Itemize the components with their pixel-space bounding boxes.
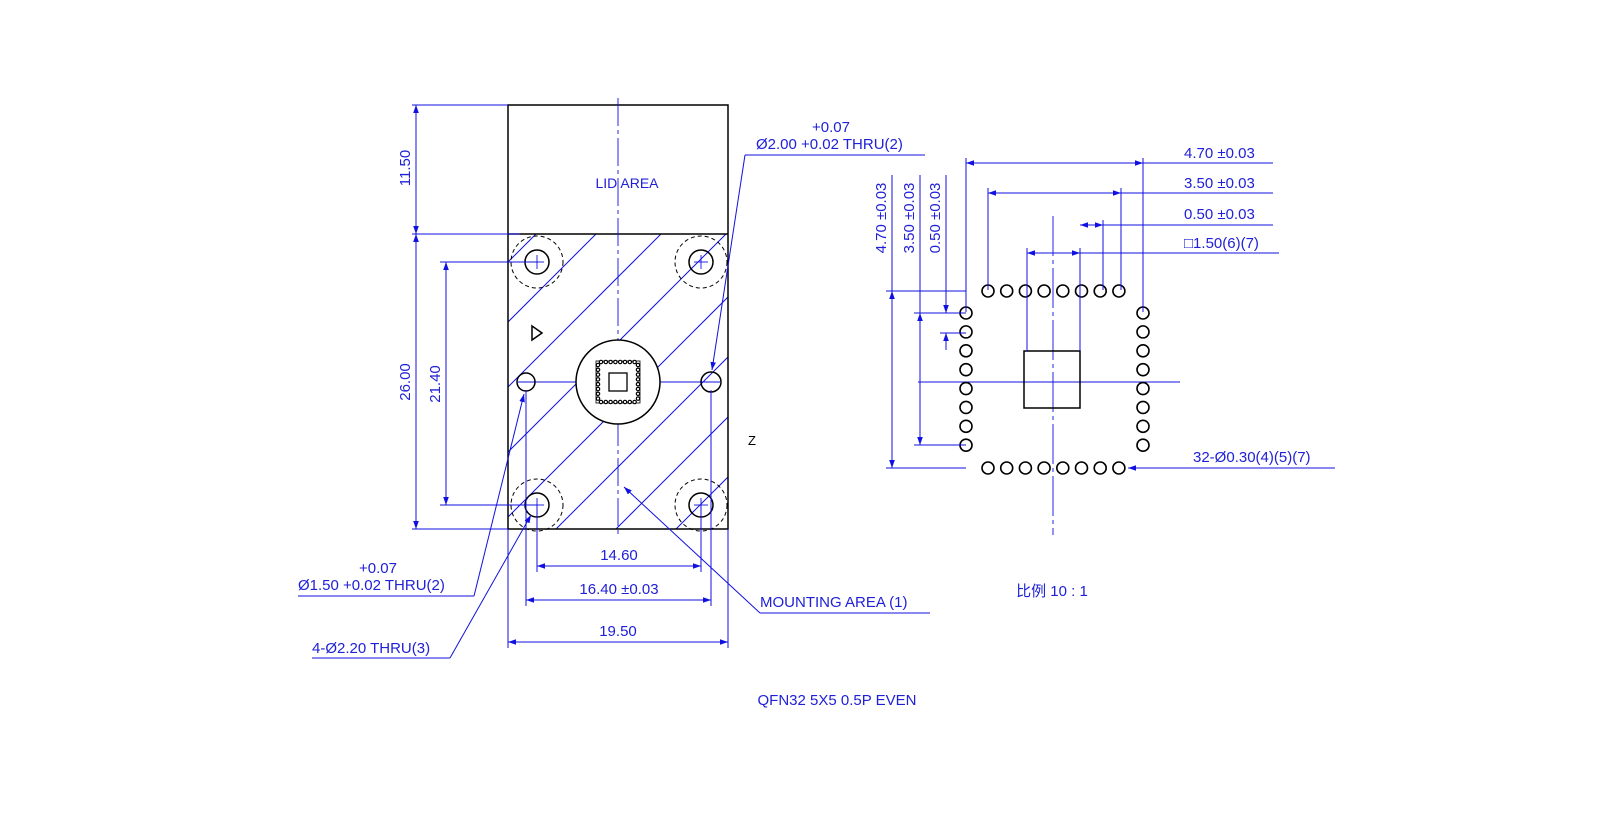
- mini-pin-top: [627, 359, 633, 365]
- top-dowel-callout-text: Ø2.00 +0.02 THRU(2): [756, 136, 903, 153]
- mini-pin-right: [635, 391, 641, 397]
- dim-lid-height: 11.50: [397, 150, 414, 186]
- scale-label: 比例 10 : 1: [1016, 583, 1088, 600]
- mini-pin-bottom: [617, 399, 623, 405]
- dim-hole-horizontal-span: 14.60: [600, 547, 638, 564]
- qfn-pin-right: [1136, 438, 1150, 453]
- dim-v-outer: 4.70 ±0.03: [873, 183, 890, 254]
- qfn-pin-right: [1136, 419, 1150, 434]
- mini-pin-bottom: [598, 399, 604, 405]
- mini-pin-top: [608, 359, 613, 365]
- qfn-pin-right: [1136, 381, 1150, 396]
- qfn-detail-view: 4.70 ±0.03 3.50 ±0.03 0.50 ±0.03 □1.50(6…: [873, 145, 1335, 600]
- qfn-pin-ring: [959, 284, 1150, 475]
- dim-pad-square: □1.50(6)(7): [1184, 235, 1259, 252]
- mount-hole-callout-text: 4-Ø2.20 THRU(3): [312, 640, 430, 657]
- mini-pin-right: [635, 381, 641, 387]
- mini-pin-bottom: [632, 399, 637, 405]
- qfn-pin-top: [1074, 284, 1089, 298]
- dim-total-width: 19.50: [599, 623, 637, 640]
- qfn-pin-right: [1136, 400, 1150, 415]
- mini-pin-left: [595, 396, 601, 401]
- qfn-pin-bottom: [1074, 461, 1089, 475]
- dim-hole-vertical-span: 21.40: [427, 365, 444, 403]
- qfn-pin-left: [959, 343, 973, 358]
- qfn-pin-top: [1112, 284, 1126, 298]
- mini-pin-left: [595, 362, 601, 368]
- qfn-pin-left: [959, 362, 973, 377]
- qfn-pin-bottom: [981, 461, 995, 475]
- socket-top-view: LID AREA: [507, 98, 756, 536]
- mount-hole-top-right: [674, 235, 728, 289]
- mini-pin-left: [595, 372, 601, 377]
- mini-pin-bottom: [627, 399, 633, 405]
- qfn-pin-left: [959, 325, 973, 339]
- mini-pin-left: [595, 377, 601, 382]
- left-dimensions: 11.50 26.00 21.40 14.60 16.40 ±0.03 19.5…: [298, 104, 930, 709]
- mini-pin-top: [603, 359, 609, 365]
- qfn-pin-right: [1136, 325, 1150, 339]
- mini-pin-left: [595, 386, 601, 392]
- qfn-pin-right: [1136, 362, 1150, 377]
- drawing-caption: QFN32 5X5 0.5P EVEN: [758, 692, 917, 709]
- qfn-pin-left: [959, 419, 973, 434]
- chip-pocket: [575, 339, 661, 425]
- dim-h-inner: 3.50 ±0.03: [1184, 175, 1255, 192]
- qfn-pin-top: [1056, 284, 1070, 298]
- qfn-pin-bottom: [999, 461, 1014, 475]
- pin1-triangle-icon: [531, 324, 544, 342]
- qfn-pin-bottom: [1093, 461, 1107, 475]
- qfn-pin-bottom: [1037, 461, 1051, 475]
- mini-pin-right: [635, 367, 641, 373]
- center-pad: [1023, 350, 1081, 409]
- dowel-tolerance-upper: +0.07: [359, 560, 397, 577]
- top-dowel-tolerance-upper: +0.07: [812, 119, 850, 136]
- dim-h-outer: 4.70 ±0.03: [1184, 145, 1255, 162]
- dim-v-pitch: 0.50 ±0.03: [927, 183, 944, 254]
- qfn-pin-top: [999, 284, 1014, 298]
- qfn-pin-top: [1037, 284, 1051, 298]
- mini-pin-right: [635, 386, 641, 392]
- dim-dowel-span: 16.40 ±0.03: [579, 581, 658, 598]
- dim-body-height: 26.00: [397, 363, 414, 401]
- qfn-pin-top: [1018, 284, 1033, 298]
- z-marker: Z: [748, 433, 756, 448]
- qfn-pin-bottom: [1018, 461, 1033, 475]
- mounting-area-callout: MOUNTING AREA (1): [760, 594, 908, 611]
- qfn-pin-bottom: [1112, 461, 1126, 475]
- mini-pin-bottom: [608, 399, 613, 405]
- qfn-pin-top: [1093, 284, 1107, 298]
- dim-v-inner: 3.50 ±0.03: [901, 183, 918, 254]
- mini-pin-top: [617, 359, 623, 365]
- qfn-pin-bottom: [1056, 461, 1070, 475]
- mini-pin-left: [595, 381, 601, 387]
- mini-pin-top: [622, 359, 628, 365]
- mini-pin-right: [635, 362, 641, 368]
- dim-h-pitch: 0.50 ±0.03: [1184, 206, 1255, 223]
- qfn-pin-left: [959, 381, 973, 396]
- mini-pin-top: [632, 359, 637, 365]
- mini-pin-top: [613, 359, 618, 365]
- dowel-callout-text: Ø1.50 +0.02 THRU(2): [298, 577, 445, 594]
- mini-pin-top: [598, 359, 604, 365]
- mini-pin-left: [595, 367, 601, 373]
- mini-pin-bottom: [603, 399, 609, 405]
- qfn-pin-left: [959, 400, 973, 415]
- mini-pin-right: [635, 396, 641, 401]
- pin-count-callout: 32-Ø0.30(4)(5)(7): [1193, 449, 1311, 466]
- mini-pin-bottom: [613, 399, 618, 405]
- mini-pin-left: [595, 391, 601, 397]
- mini-pin-right: [635, 377, 641, 382]
- mini-pin-bottom: [622, 399, 628, 405]
- lid-area-label: LID AREA: [595, 175, 659, 191]
- mini-pin-right: [635, 372, 641, 377]
- qfn-pin-right: [1136, 343, 1150, 358]
